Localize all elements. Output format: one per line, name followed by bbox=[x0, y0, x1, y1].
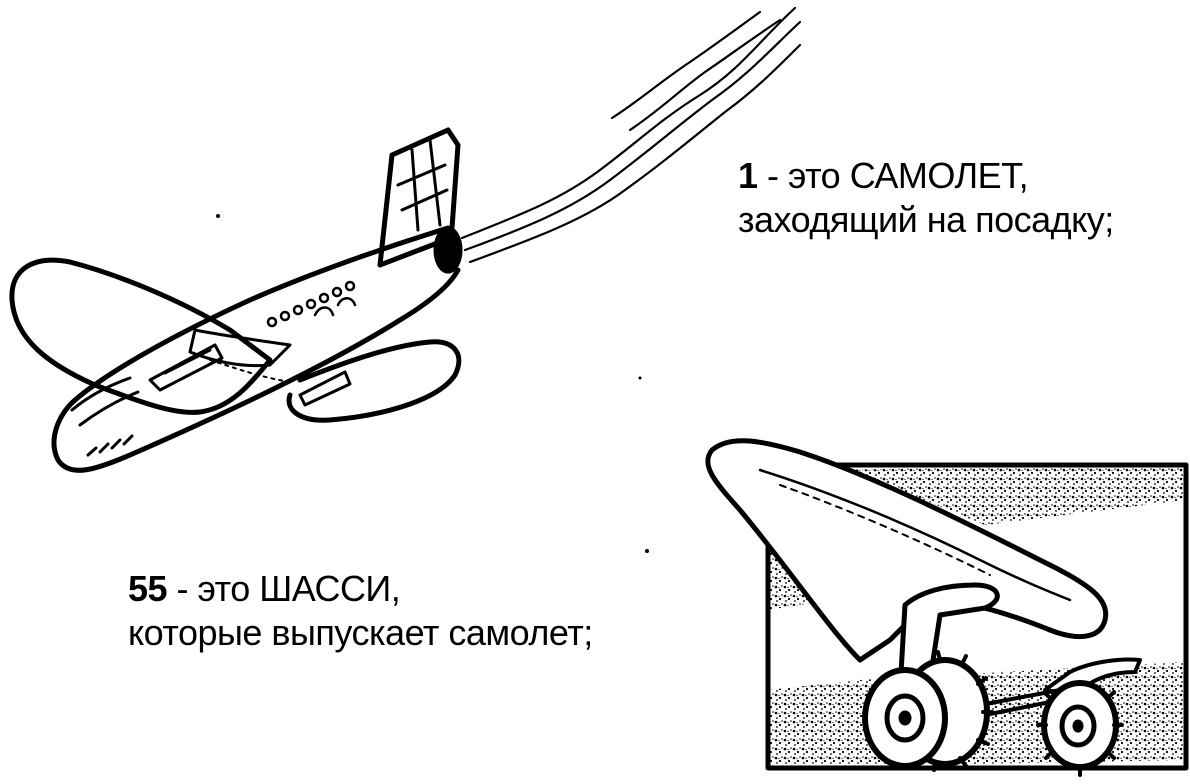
near-wing bbox=[9, 257, 273, 415]
caption-landing-gear: 55 - это ШАССИ, которые выпускает самоле… bbox=[128, 567, 593, 655]
caption-airplane-line2: заходящий на посадку; bbox=[738, 199, 1114, 240]
engine-nozzle bbox=[433, 226, 463, 274]
caption-landing-gear-number: 55 bbox=[128, 568, 168, 609]
caption-airplane-number: 1 bbox=[738, 155, 758, 196]
near-wing-flap bbox=[188, 328, 292, 368]
caption-landing-gear-line1: 55 - это ШАССИ, bbox=[128, 567, 593, 611]
contrail-lines bbox=[460, 6, 802, 264]
landing-gear-drawing bbox=[705, 438, 1189, 777]
caption-airplane-title: - это САМОЛЕТ, bbox=[757, 155, 1029, 196]
passenger-windows bbox=[266, 280, 357, 328]
rudder-stripes bbox=[396, 138, 449, 232]
main-wheels bbox=[862, 650, 994, 772]
gear-wing-line-dash bbox=[779, 484, 991, 576]
cockpit-lines bbox=[70, 376, 140, 457]
print-specks bbox=[216, 214, 649, 553]
gear-wing-line bbox=[758, 468, 1072, 602]
wing-fence bbox=[148, 343, 224, 392]
fuselage bbox=[51, 225, 461, 473]
landing-airplane-drawing bbox=[9, 6, 802, 473]
caption-landing-gear-line2: которые выпускает самолет; bbox=[128, 612, 593, 653]
far-wing-fence bbox=[298, 370, 352, 407]
caption-airplane-line1: 1 - это САМОЛЕТ, bbox=[738, 154, 1114, 198]
caption-landing-gear-title: - это ШАССИ, bbox=[167, 568, 401, 609]
wing-dash bbox=[209, 359, 291, 383]
caption-airplane: 1 - это САМОЛЕТ, заходящий на посадку; bbox=[738, 154, 1114, 242]
ground-upper bbox=[820, 465, 1185, 525]
far-wing bbox=[286, 339, 462, 423]
rear-wheel bbox=[1036, 680, 1124, 777]
picture-frame bbox=[765, 462, 1189, 771]
